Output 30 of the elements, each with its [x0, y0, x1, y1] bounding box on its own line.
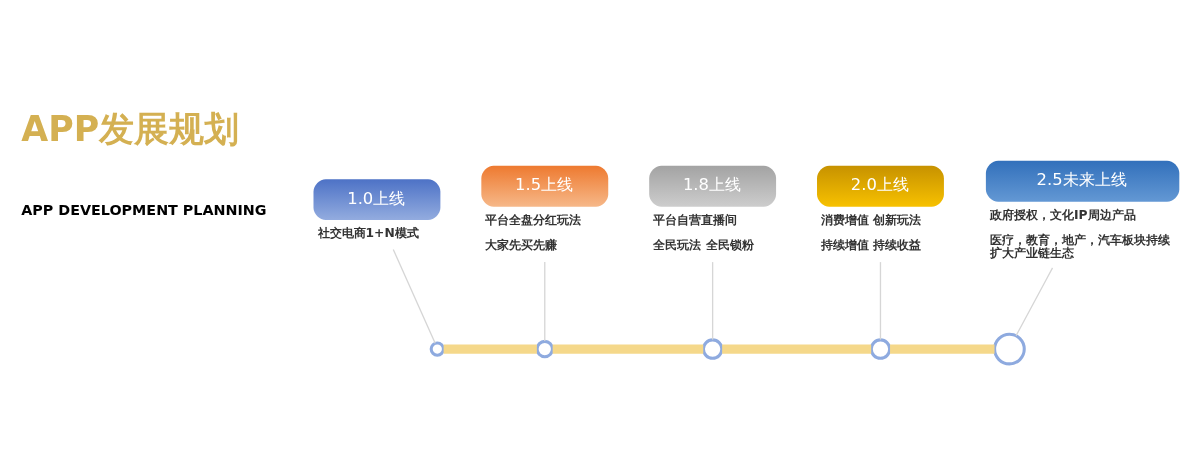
node-circle: [535, 339, 554, 359]
node-circle: [429, 341, 445, 357]
node-box: 1.8上线: [649, 165, 777, 207]
node-box: 2.0上线: [817, 165, 944, 207]
node-box: 2.5未来上线: [985, 160, 1180, 202]
node-label: 持续增值 持续收益: [821, 238, 922, 253]
node-label: 消费增值 创新玩法: [821, 212, 922, 227]
connector: [879, 261, 882, 341]
connector: [890, 344, 995, 354]
connector: [392, 248, 436, 344]
node-label: 社交电商1+N模式: [317, 226, 419, 241]
node-circle: [993, 332, 1026, 366]
node-box: 1.5上线: [481, 165, 609, 207]
connector: [443, 344, 537, 354]
node-label: 平台全盘分红玩法: [485, 212, 582, 227]
label: APP DEVELOPMENT PLANNING: [21, 201, 267, 218]
diagram-title: APP发展规划: [21, 109, 240, 149]
node-label: 政府授权，文化IP周边产品: [989, 207, 1136, 222]
node-label: 医疗，教育，地产，汽车板块持续扩大产业链生态: [989, 233, 1170, 260]
node-circle: [869, 338, 892, 360]
connector: [544, 261, 546, 342]
connector: [552, 344, 704, 354]
connector: [711, 261, 714, 341]
connector: [1015, 267, 1054, 337]
node-label: 平台自营直播间: [653, 212, 738, 227]
node-label: 大家先买先赚: [485, 238, 558, 253]
node-label: 全民玩法 全民锁粉: [653, 238, 754, 253]
node-box: 1.0上线: [313, 179, 441, 221]
connector: [722, 344, 872, 354]
node-circle: [701, 338, 724, 360]
